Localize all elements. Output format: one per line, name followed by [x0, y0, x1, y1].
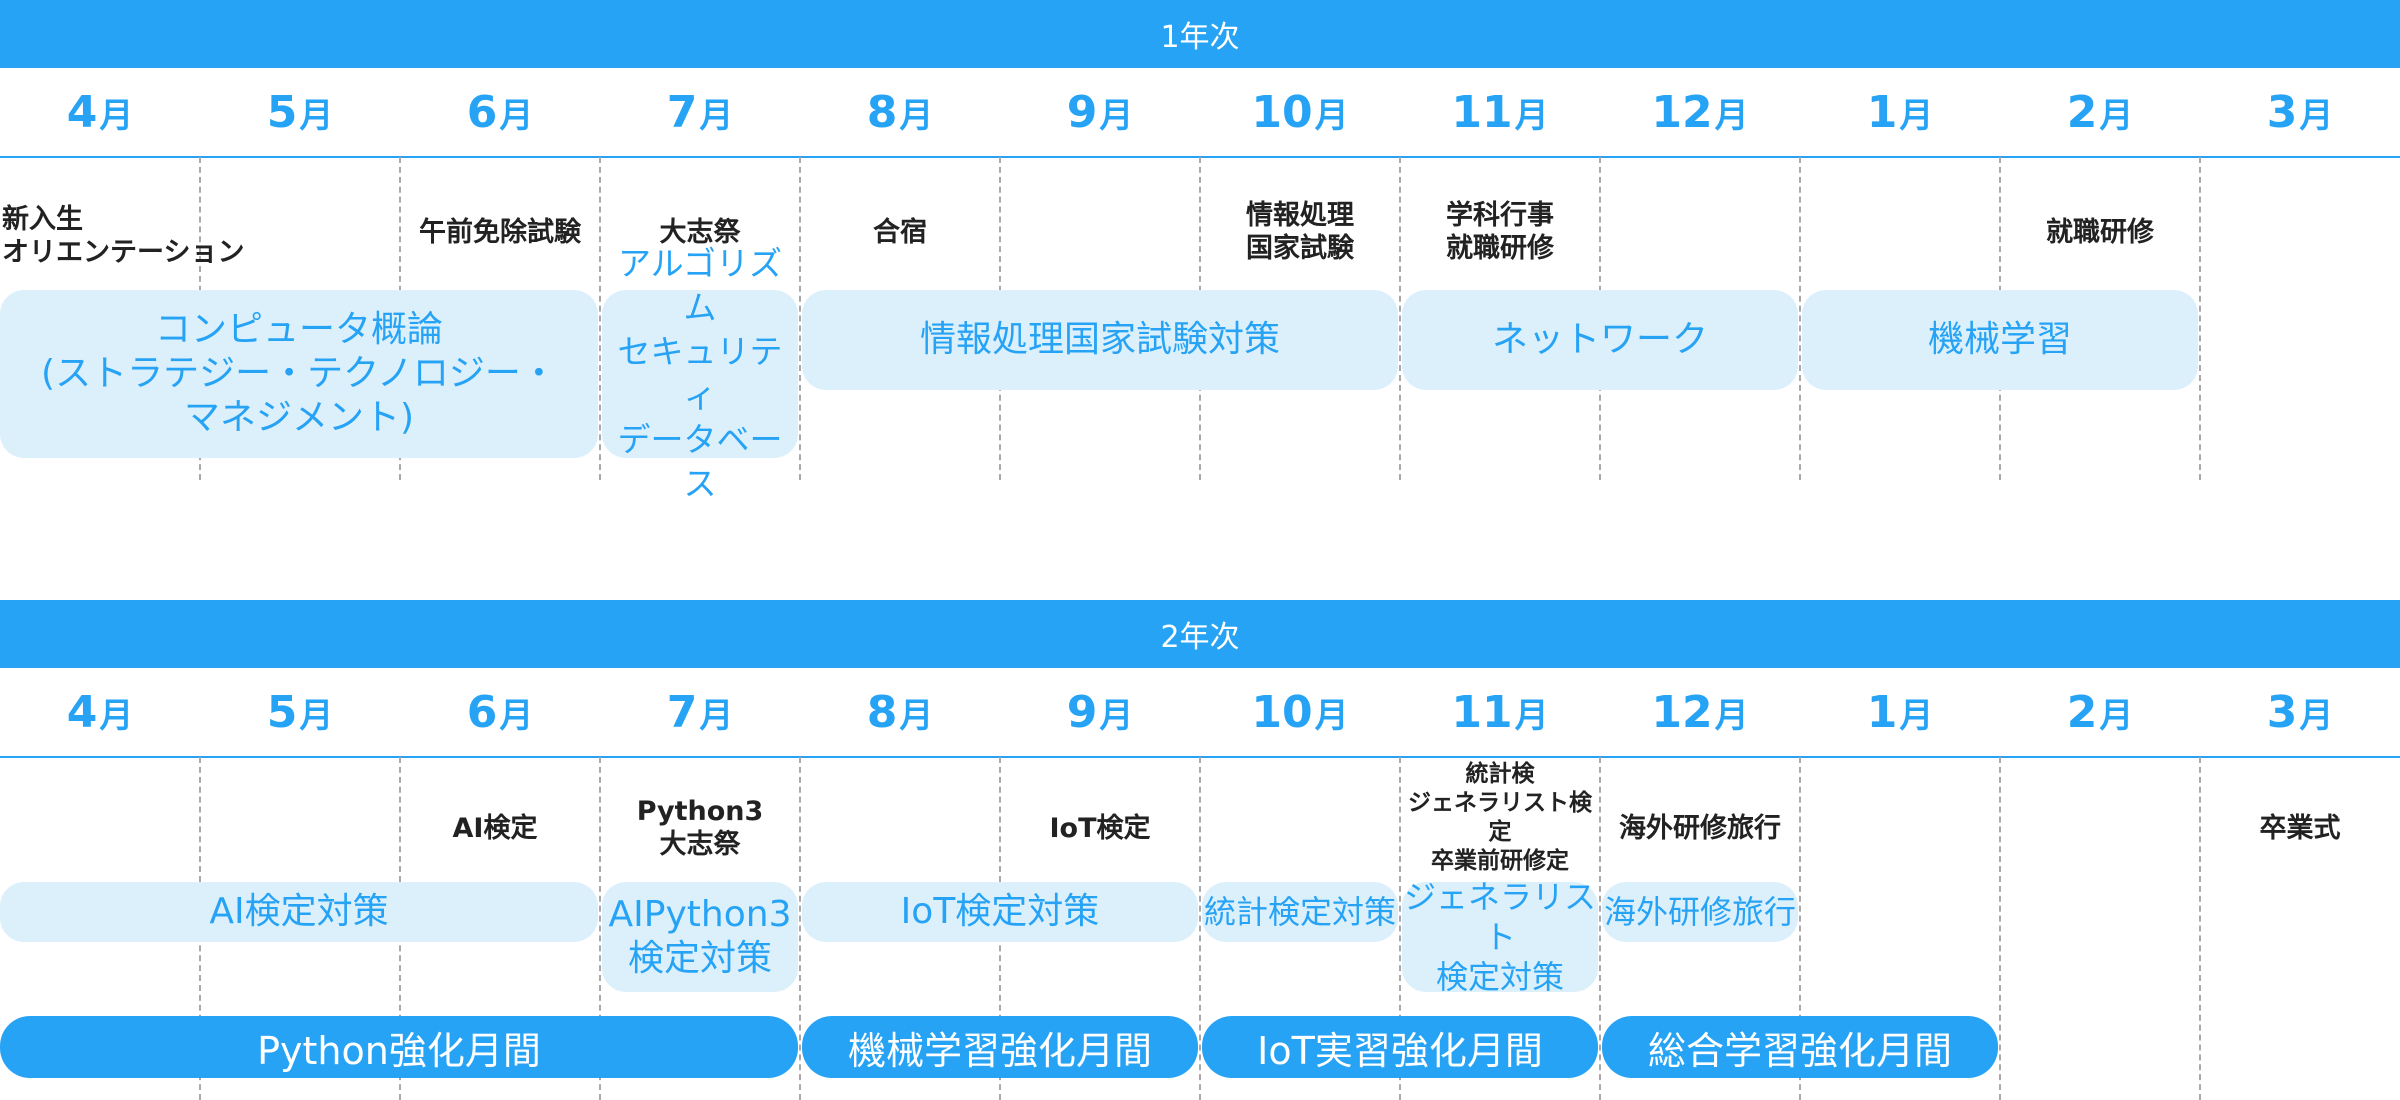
year1-event-taishisai: 大志祭 [659, 216, 741, 248]
year1-title: 1年次 [1160, 20, 1240, 55]
year1-event-morning-exam: 午前免除試験 [419, 216, 581, 248]
year1-course-algorithm: アルゴリズム セキュリティ データベース [602, 244, 798, 503]
year1-grid-line [1799, 157, 1801, 480]
year2-grid-line [2199, 757, 2201, 1100]
year1-event-job-training: 就職研修 [2046, 216, 2154, 248]
year2-header: 2年次 [0, 600, 2400, 668]
year1-course-computer-intro: コンピュータ概論 (ストラテジー・テクノロジー・ マネジメント) [0, 290, 598, 458]
year2-grid-line [1399, 757, 1401, 1100]
year1-event-camp: 合宿 [873, 216, 927, 248]
year2-title: 2年次 [1160, 620, 1240, 655]
year2-intensive-python: Python強化月間 [0, 1016, 798, 1078]
year2-course-iot-exam-prep: IoT検定対策 [802, 882, 1198, 942]
year1-grid-line [799, 157, 801, 480]
year1-event-orientation: 新入生 オリエンテーション [2, 204, 245, 268]
year2-grid-line [1999, 757, 2001, 1100]
year2-course-ai-exam-prep: AI検定対策 [0, 882, 598, 942]
year2-grid-line [799, 757, 801, 1100]
year1-grid-line [2199, 157, 2201, 480]
year2-event-overseas-trip: 海外研修旅行 [1619, 812, 1781, 844]
year2-course-generalist-exam-prep: ジェネラリスト 検定対策 [1402, 878, 1598, 996]
year1-header: 1年次 [0, 0, 2400, 68]
year1-event-dept-job-training: 学科行事 就職研修 [1446, 200, 1554, 264]
year1-event-national-exam: 情報処理 国家試験 [1246, 200, 1354, 264]
year1-grid-line [599, 157, 601, 480]
year2-event-iot-exam: IoT検定 [1049, 812, 1151, 844]
year2-event-python3-taishisai: Python3 大志祭 [636, 796, 764, 860]
year2-event-stats-generalist: 統計検 ジェネラリスト検定 卒業前研修定 [1408, 761, 1592, 874]
year2-grid-line [1199, 757, 1201, 1100]
year2-intensive-general: 総合学習強化月間 [1602, 1016, 1998, 1078]
year2-grid-line [1599, 757, 1601, 1100]
year2-course-overseas-trip: 海外研修旅行 [1602, 882, 1798, 942]
year2-grid-line [599, 757, 601, 1100]
year2-course-python3-exam-prep: AIPython3 検定対策 [602, 882, 798, 992]
year2-event-graduation: 卒業式 [2259, 812, 2341, 844]
year1-course-machine-learning: 機械学習 [1802, 290, 2198, 390]
year1-course-network: ネットワーク [1402, 290, 1798, 390]
year2-intensive-iot: IoT実習強化月間 [1202, 1016, 1598, 1078]
year1-grid-line [1399, 157, 1401, 480]
year2-event-ai-exam: AI検定 [452, 812, 538, 844]
year2-intensive-machine-learning: 機械学習強化月間 [802, 1016, 1198, 1078]
year2-course-stats-exam-prep: 統計検定対策 [1202, 882, 1398, 942]
year1-course-national-exam-prep: 情報処理国家試験対策 [802, 290, 1398, 390]
year2-grid-line [1799, 757, 1801, 1100]
